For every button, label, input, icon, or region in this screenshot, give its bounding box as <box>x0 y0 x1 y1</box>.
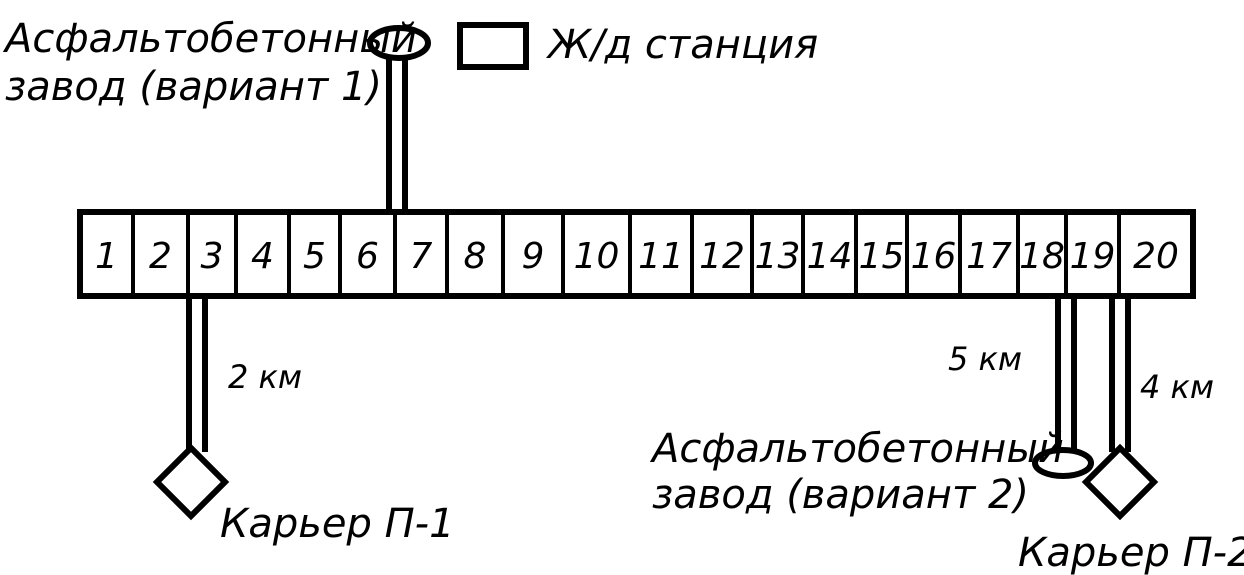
segment-number: 14 <box>807 236 853 277</box>
plant-2-label-line1: Асфальтобетонный <box>649 426 1064 472</box>
quarry-1-symbol <box>152 443 230 521</box>
segment-number: 15 <box>859 236 905 277</box>
segment-dividers <box>131 212 1121 296</box>
distance-quarry-2: 4 км <box>1140 368 1214 406</box>
plant-2-symbol <box>1032 447 1094 479</box>
segment-number: 16 <box>911 236 957 277</box>
segment-number: 20 <box>1133 236 1179 277</box>
plant-2-label-line2: завод (вариант 2) <box>652 472 1029 518</box>
segment-number: 12 <box>699 236 745 277</box>
access-road-quarry-2 <box>1109 296 1131 452</box>
quarry-1-label: Карьер П-1 <box>220 501 455 547</box>
road-strip <box>77 209 1196 299</box>
segment-number: 4 <box>251 236 274 277</box>
segment-number: 5 <box>303 236 326 277</box>
segment-number: 18 <box>1019 236 1065 277</box>
distance-plant-2: 5 км <box>948 340 1022 378</box>
plant-1-symbol <box>367 25 431 61</box>
segment-number: 6 <box>356 236 379 277</box>
plant-1-label-line2: завод (вариант 1) <box>5 64 382 110</box>
segment-number: 7 <box>410 236 433 277</box>
access-road-plant-1 <box>386 58 408 212</box>
quarry-2-symbol <box>1081 443 1159 521</box>
segment-number: 1 <box>95 236 118 277</box>
segment-number: 2 <box>149 236 172 277</box>
segment-number: 17 <box>966 236 1012 277</box>
segment-number: 10 <box>574 236 620 277</box>
segment-number: 9 <box>522 236 545 277</box>
access-road-plant-2 <box>1055 296 1077 452</box>
segment-number: 11 <box>638 236 684 277</box>
segment-number: 3 <box>201 236 224 277</box>
station-label: Ж/д станция <box>545 22 818 68</box>
railway-station-symbol <box>457 22 529 70</box>
quarry-2-label: Карьер П-2 <box>1018 530 1244 575</box>
plant-1-label-line1: Асфальтобетонный <box>2 16 417 62</box>
distance-quarry-1: 2 км <box>228 358 302 396</box>
access-road-quarry-1 <box>186 296 208 452</box>
segment-number: 19 <box>1070 236 1116 277</box>
segment-number: 13 <box>755 236 801 277</box>
segment-number: 8 <box>464 236 487 277</box>
